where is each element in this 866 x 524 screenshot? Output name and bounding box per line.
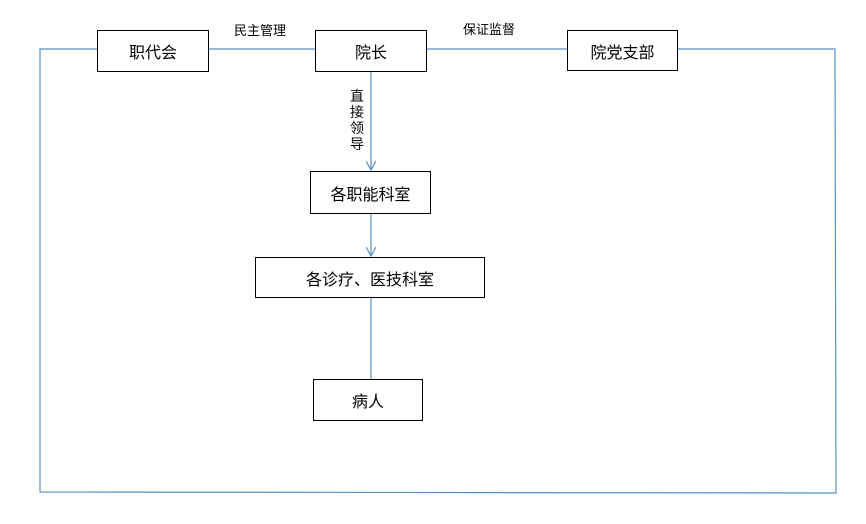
node-party-label: 院党支部 [590, 42, 655, 62]
edge-label-direct: 直接领导 [350, 89, 364, 153]
edge-label-democratic: 民主管理 [234, 24, 287, 39]
edge-label-supervision: 保证监督 [463, 23, 516, 38]
node-union: 职代会 [97, 30, 209, 72]
node-union-label: 职代会 [128, 43, 177, 62]
node-clinical: 各诊疗、医技科室 [255, 257, 485, 298]
node-director-label: 院长 [354, 43, 387, 62]
node-clinical-label: 各诊疗、医技科室 [305, 269, 434, 289]
node-functional: 各职能科室 [310, 171, 431, 214]
node-director: 院长 [315, 30, 427, 72]
node-patient-label: 病人 [351, 392, 384, 411]
outer-loop-line [39, 48, 837, 494]
node-functional-label: 各职能科室 [330, 184, 411, 204]
node-patient: 病人 [313, 379, 423, 421]
node-party: 院党支部 [567, 30, 678, 71]
